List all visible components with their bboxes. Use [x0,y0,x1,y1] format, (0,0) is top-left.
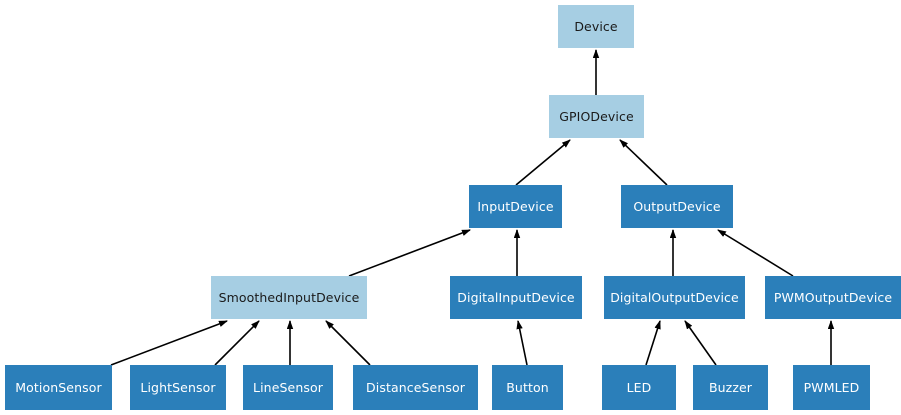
class-node-lightsensor[interactable]: LightSensor [130,365,226,410]
inheritance-arrow-inputdevice-to-gpiodevice [515,139,571,186]
class-node-device[interactable]: Device [558,5,634,48]
class-node-inputdevice[interactable]: InputDevice [469,185,562,228]
class-node-label: InputDevice [477,198,554,214]
class-node-label: LightSensor [140,379,216,395]
inheritance-arrow-pwmoutputdevice-to-outputdevice [717,229,794,277]
class-node-buzzer[interactable]: Buzzer [693,365,768,410]
class-node-label: DigitalInputDevice [457,289,575,305]
inheritance-arrow-lightsensor-to-smoothedinputdevice [214,320,260,366]
class-node-label: GPIODevice [559,108,634,124]
class-node-label: Button [506,379,549,395]
class-node-label: OutputDevice [633,198,721,214]
class-node-led[interactable]: LED [602,365,676,410]
class-node-smoothedinputdevice[interactable]: SmoothedInputDevice [211,276,367,319]
class-node-button[interactable]: Button [492,365,563,410]
class-node-distancesensor[interactable]: DistanceSensor [353,365,478,410]
inheritance-arrow-smoothedinputdevice-to-inputdevice [348,229,471,277]
class-node-digitalinputdevice[interactable]: DigitalInputDevice [450,276,582,319]
class-node-label: Device [574,18,618,34]
class-node-digitaloutputdevice[interactable]: DigitalOutputDevice [604,276,745,319]
class-node-pwmled[interactable]: PWMLED [793,365,870,410]
class-node-label: SmoothedInputDevice [218,289,360,305]
class-node-label: DistanceSensor [366,379,465,395]
class-node-label: PWMLED [803,379,860,395]
class-node-label: DigitalOutputDevice [610,289,739,305]
inheritance-arrow-outputdevice-to-gpiodevice [619,139,668,186]
class-node-linesensor[interactable]: LineSensor [243,365,333,410]
class-node-label: Buzzer [708,379,753,395]
class-node-label: MotionSensor [15,379,102,395]
class-node-pwmoutputdevice[interactable]: PWMOutputDevice [765,276,901,319]
class-node-outputdevice[interactable]: OutputDevice [621,185,733,228]
inheritance-arrow-led-to-digitaloutputdevice [645,320,661,366]
class-node-gpiodevice[interactable]: GPIODevice [549,95,644,138]
class-node-label: LineSensor [253,379,323,395]
class-node-motionsensor[interactable]: MotionSensor [5,365,112,410]
inheritance-arrow-motionsensor-to-smoothedinputdevice [110,320,228,366]
class-node-label: LED [626,379,652,395]
inheritance-arrow-button-to-digitalinputdevice [516,320,528,366]
class-node-label: PWMOutputDevice [773,289,893,305]
inheritance-arrow-distancesensor-to-smoothedinputdevice [325,320,371,366]
inheritance-arrow-buzzer-to-digitaloutputdevice [684,320,717,366]
